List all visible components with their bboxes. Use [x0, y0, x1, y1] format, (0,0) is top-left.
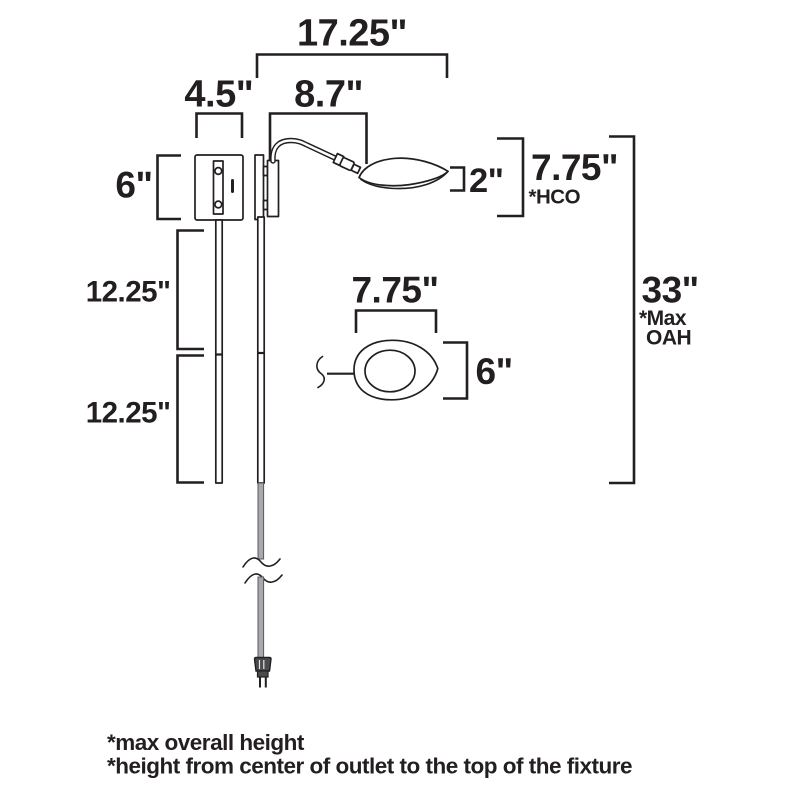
label-oah-value: 33" [642, 270, 699, 311]
arm-break-mark [316, 355, 325, 389]
shade-lens-line [360, 170, 449, 190]
label-stem-upper: 12.25" [86, 276, 171, 309]
dim-bracket-arm-8-7 [268, 112, 368, 164]
cord-cover-front [214, 219, 224, 484]
footnote-hco-definition: *height from center of outlet to the top… [107, 754, 632, 779]
label-backplate-height: 6" [115, 165, 152, 206]
backplate-side [254, 154, 265, 221]
mounting-strap [212, 160, 224, 215]
screw-hole-bottom [214, 200, 223, 209]
fixture-side-view [254, 137, 449, 484]
dim-bracket-hco-7-75 [497, 137, 525, 218]
cord-break-mark-top [242, 557, 281, 568]
fixture-front-view [194, 154, 244, 484]
plug-collar [256, 670, 269, 678]
dim-bracket-shade-width-7-75 [354, 309, 438, 333]
label-oah-note-2: OAH [646, 327, 691, 350]
cord-cover-side [256, 216, 266, 484]
label-backplate-width: 4.5" [184, 74, 253, 116]
label-overall-width: 17.25" [297, 13, 407, 55]
shade-inner-rim [364, 349, 416, 393]
power-cord [242, 482, 283, 688]
dim-bracket-oah-33 [609, 135, 636, 485]
label-shade-width: 7.75" [351, 270, 438, 311]
swing-arm-inner [271, 139, 338, 163]
dim-bracket-overall-17-25 [255, 53, 449, 78]
label-shade-depth: 6" [476, 351, 513, 392]
label-arm-length: 8.7" [294, 74, 363, 116]
label-shade-height: 2" [469, 162, 504, 200]
label-hco-value: 7.75" [531, 147, 618, 188]
dim-bracket-stem-upper-12-25 [176, 229, 204, 351]
cord-lower-segment [257, 576, 265, 659]
plug-body [253, 656, 272, 672]
shade-top-view [316, 339, 439, 401]
dim-bracket-backplate-height-6 [156, 154, 181, 221]
screw-hole-top [214, 166, 223, 176]
dim-bracket-stem-lower-12-25 [176, 354, 204, 484]
dim-bracket-backplate-width-4-5 [195, 112, 244, 138]
footnote-max-overall-height: *max overall height [107, 730, 305, 755]
dim-bracket-shade-depth-6 [443, 341, 469, 400]
label-oah-note-1: *Max [639, 307, 687, 330]
cord-upper-segment [257, 482, 265, 560]
label-stem-lower: 12.25" [86, 397, 171, 430]
shade-neck [350, 163, 362, 175]
canopy-side [266, 159, 280, 218]
dim-bracket-shade-height-2 [450, 166, 466, 192]
label-hco-note: *HCO [529, 186, 581, 209]
